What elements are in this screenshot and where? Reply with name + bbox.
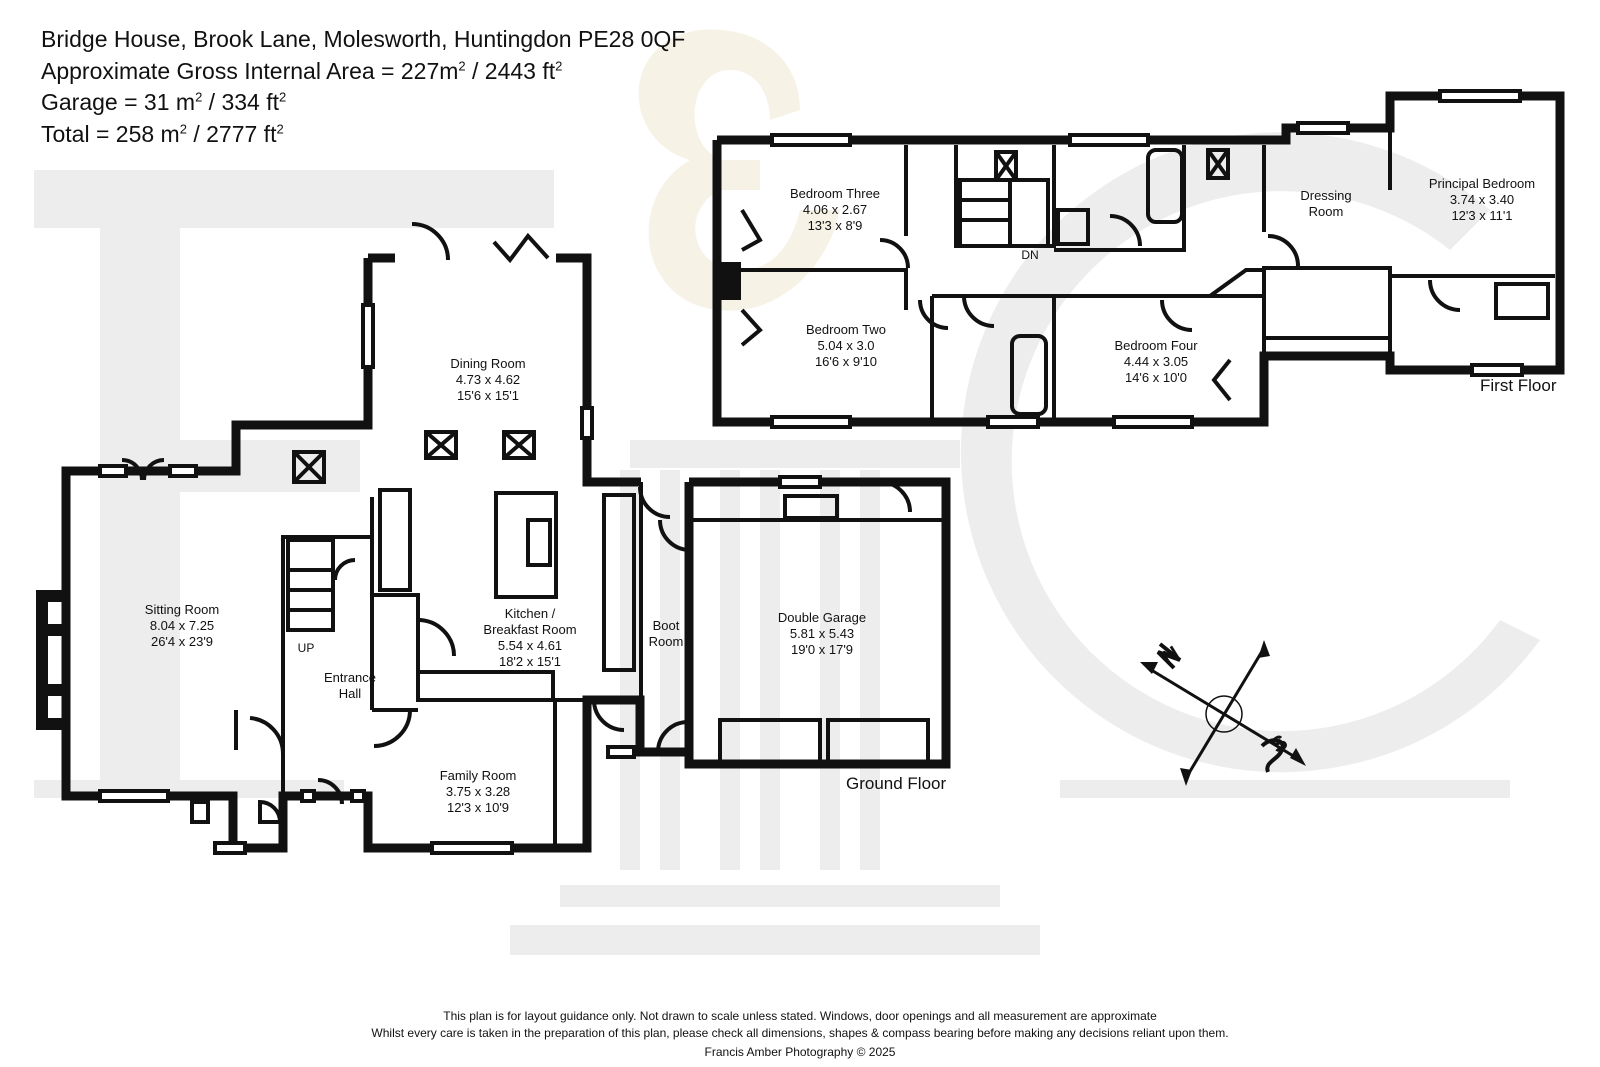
total-area-line: Total = 258 m2 / 2777 ft2 <box>41 120 284 147</box>
address-line: Bridge House, Brook Lane, Molesworth, Hu… <box>41 26 686 52</box>
ground-floor-outline <box>61 258 689 853</box>
first-floor-label: First Floor <box>1480 376 1557 395</box>
plan-header: Bridge House, Brook Lane, Molesworth, Hu… <box>41 24 685 150</box>
garage-outline <box>684 477 951 769</box>
disclaimer-line-2: Whilst every care is taken in the prepar… <box>371 1026 1229 1040</box>
garage-area-line: Garage = 31 m2 / 334 ft2 <box>41 89 287 115</box>
compass-icon <box>1147 642 1301 779</box>
stairs-up-label: UP <box>297 641 315 655</box>
ground-floor-label: Ground Floor <box>846 774 947 793</box>
disclaimer-line-1: This plan is for layout guidance only. N… <box>443 1009 1157 1023</box>
copyright-line: Francis Amber Photography © 2025 <box>704 1045 896 1059</box>
stairs-down-label: DN <box>1021 248 1039 262</box>
first-floor-outline <box>712 91 1565 427</box>
gia-line: Approximate Gross Internal Area = 227m2 … <box>41 57 563 84</box>
